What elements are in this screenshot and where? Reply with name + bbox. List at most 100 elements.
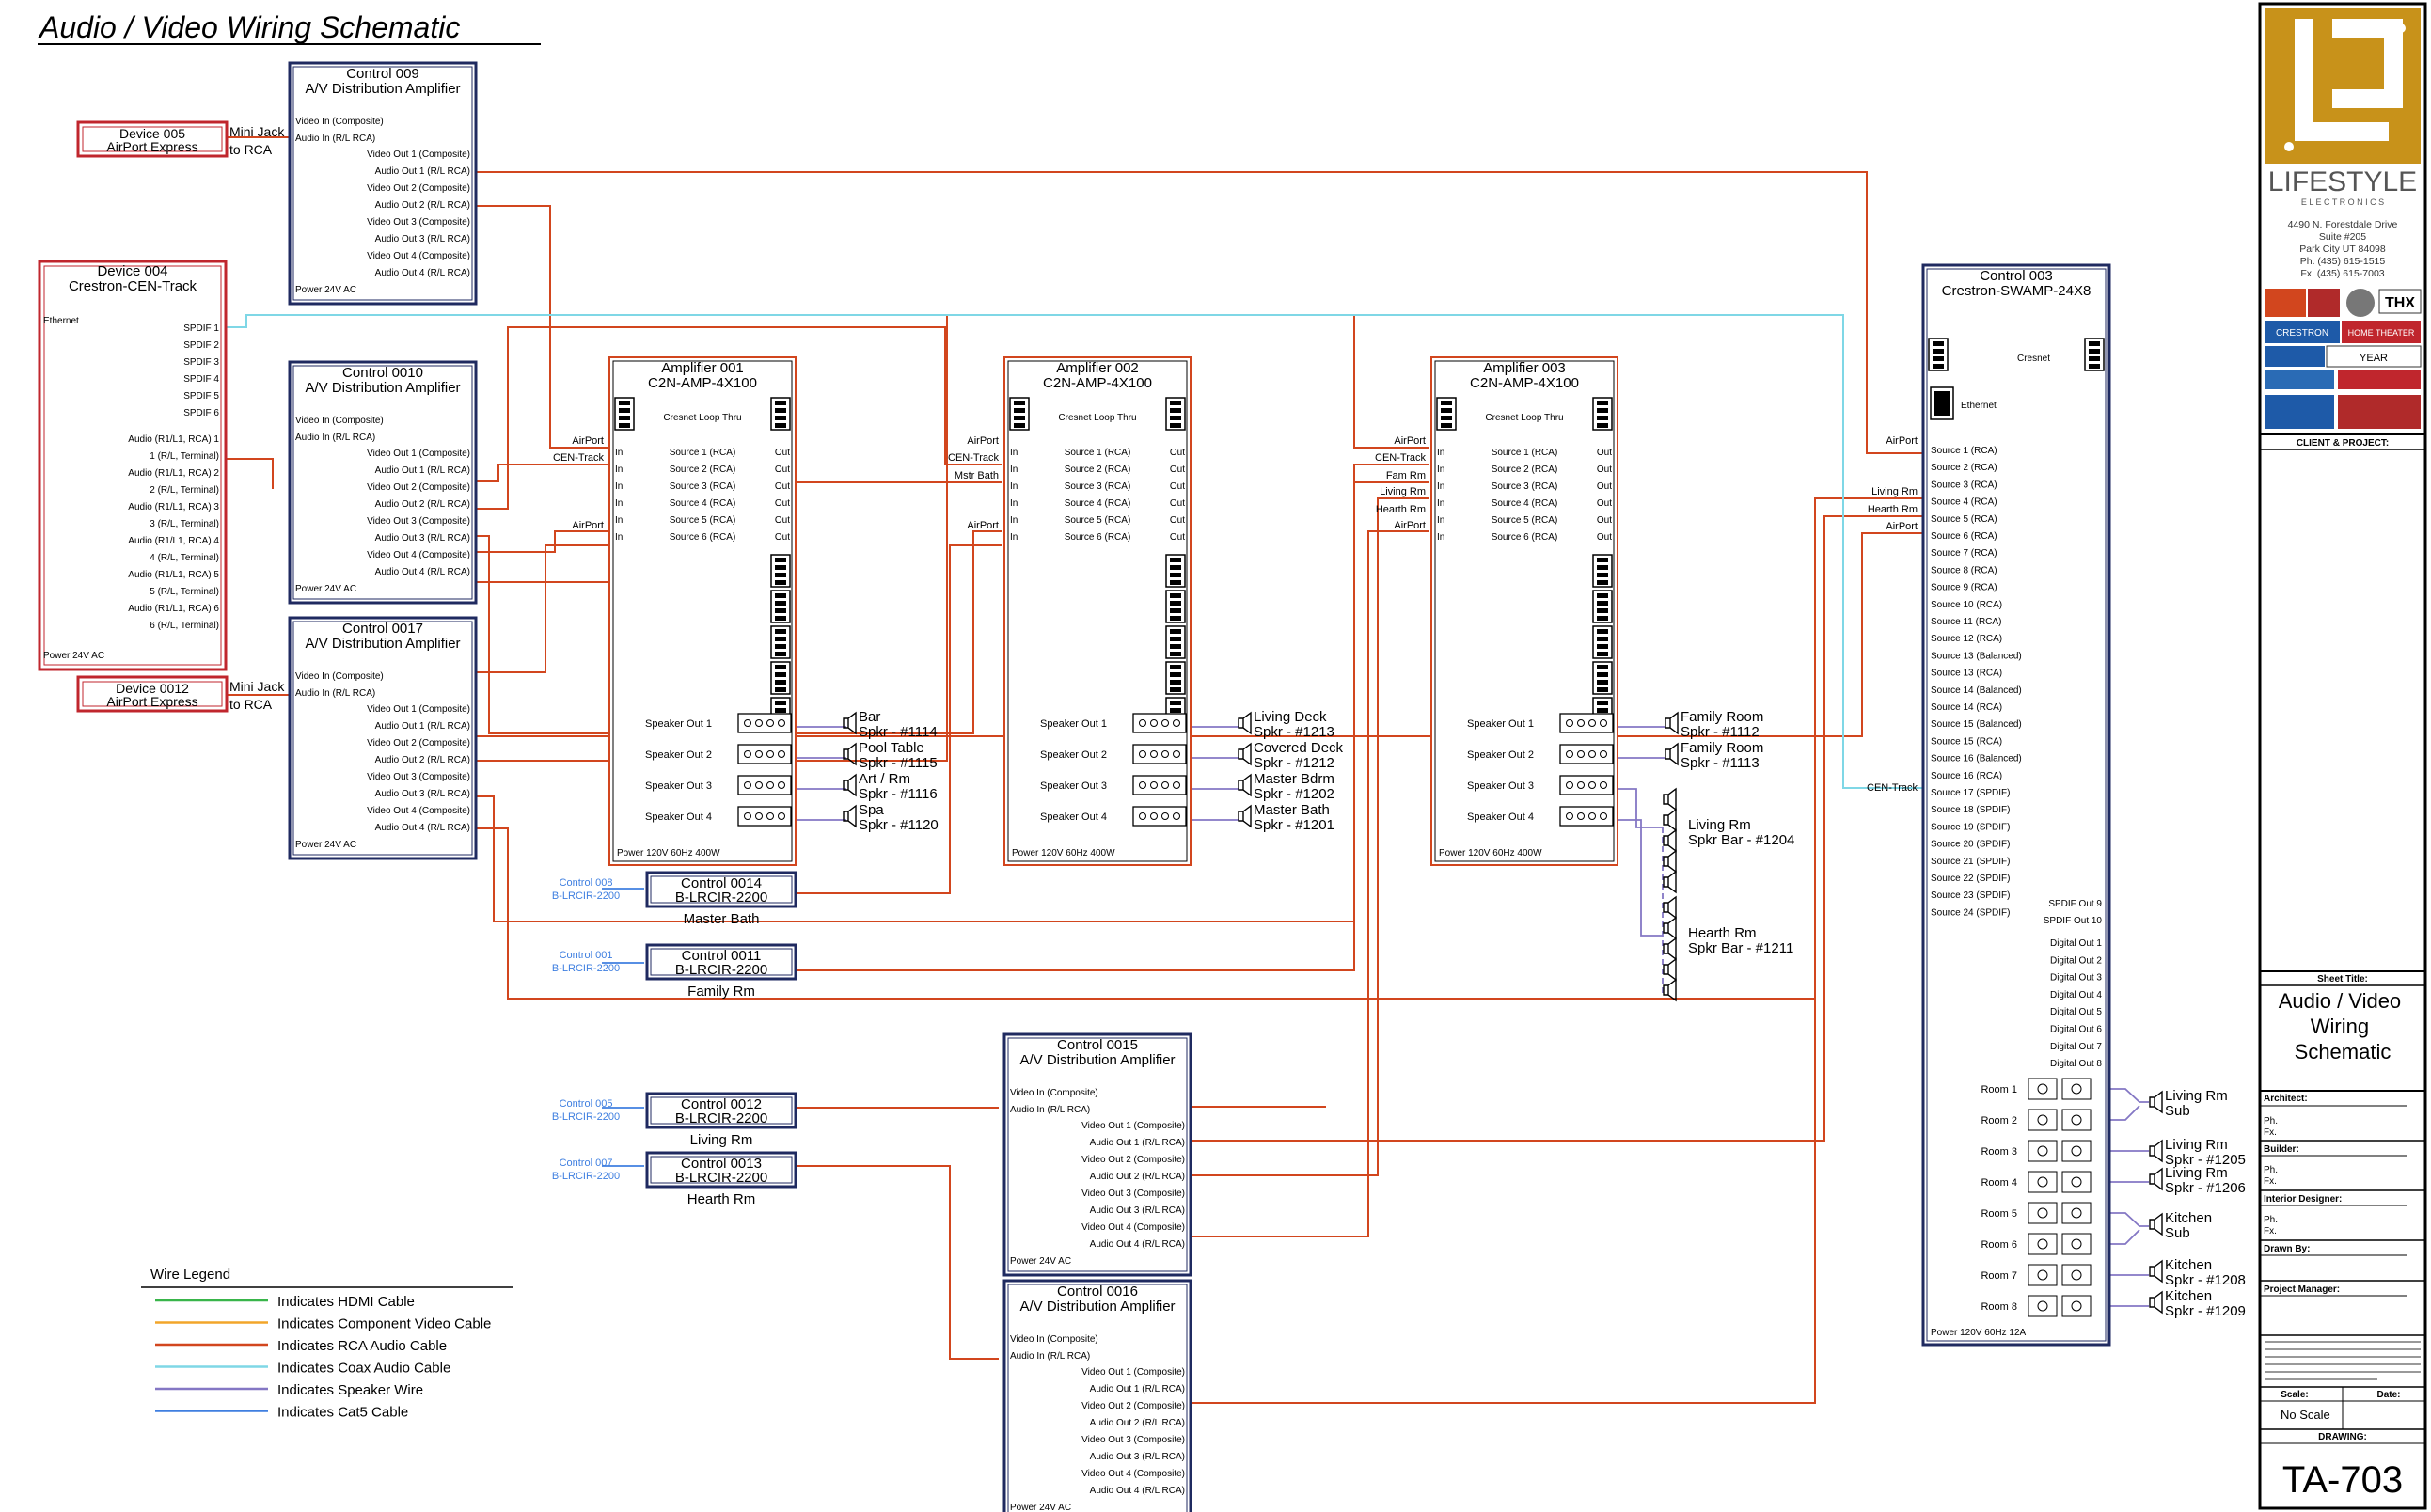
speaker-tag: Spkr - #1116: [859, 786, 938, 802]
av-amp-output: Video Out 3 (Composite): [367, 516, 470, 527]
av-amp-output: Audio Out 4 (R/L RCA): [1090, 1239, 1185, 1250]
keypad-link-model: B-LRCIR-2200: [552, 1171, 620, 1182]
drawing-label: DRAWING:: [2318, 1432, 2367, 1442]
av-amp-title: Control 0010: [342, 365, 423, 381]
keypad-room: Family Rm: [687, 984, 755, 1000]
swamp-digital-out: Digital Out 3: [2050, 973, 2102, 984]
svg-text:Audio (R1/L1, RCA) 6: Audio (R1/L1, RCA) 6: [128, 604, 219, 614]
cresnet-connector-icon: [1592, 554, 1613, 588]
amp-in: In: [1437, 532, 1444, 543]
svg-text:Project Manager:: Project Manager:: [2264, 1284, 2340, 1295]
av-amp-output: Video Out 4 (Composite): [367, 550, 470, 560]
speaker-icon: [1665, 711, 1679, 735]
swamp-source: Source 18 (SPDIF): [1931, 805, 2010, 815]
swamp-digital-out: Digital Out 6: [2050, 1025, 2102, 1035]
cresnet-connector-icon: [770, 625, 791, 659]
company-address: 4490 N. Forestdale Drive Suite #205 Park…: [2288, 219, 2398, 279]
svg-text:Ph.: Ph.: [2264, 1215, 2278, 1225]
speaker-name: Living Rm: [2165, 1137, 2228, 1153]
disclaimer-text: [2265, 1341, 2421, 1380]
minijack-label-1: Mini Jack to RCA: [229, 124, 285, 157]
speaker-icon: [1663, 978, 1677, 1002]
svg-text:HOME THEATER: HOME THEATER: [2348, 328, 2415, 338]
amp-speaker-out: Speaker Out 1: [645, 718, 712, 730]
keypad-room: Hearth Rm: [687, 1191, 756, 1207]
keypad-link-model: B-LRCIR-2200: [552, 1111, 620, 1123]
amp-out: Out: [775, 465, 790, 475]
speaker-terminal-icon: [1132, 775, 1187, 795]
svg-text:SPDIF 3: SPDIF 3: [183, 357, 219, 368]
av-amp-output: Video Out 3 (Composite): [367, 217, 470, 228]
cen-subtitle: Crestron-CEN-Track: [69, 278, 197, 294]
amp-source: Source 3 (RCA): [670, 481, 736, 492]
speaker-bar-icon: [1663, 895, 1677, 1002]
swamp-room: Room 2: [1981, 1115, 2017, 1126]
minijack-label-2: Mini Jack to RCA: [229, 679, 285, 712]
swamp-source: Source 6 (RCA): [1931, 531, 1997, 542]
swamp-source: Source 14 (Balanced): [1931, 685, 2022, 696]
swamp-room: Room 8: [1981, 1301, 2017, 1313]
av-amp-output: Video Out 1 (Composite): [367, 150, 470, 160]
keypad-link-model: B-LRCIR-2200: [552, 890, 620, 902]
svg-text:THX: THX: [2385, 295, 2415, 311]
scale-value: No Scale: [2281, 1408, 2330, 1422]
sheet-title: Audio / Video Wiring Schematic: [2279, 989, 2407, 1063]
av-amp-power: Power 24V AC: [295, 285, 356, 295]
speaker-terminal-icon: [737, 744, 792, 764]
amp-source: Source 1 (RCA): [1065, 448, 1131, 458]
keypad-model: B-LRCIR-2200: [675, 962, 767, 978]
amp-in: In: [1010, 532, 1018, 543]
av-amp-output: Audio Out 4 (R/L RCA): [375, 823, 470, 833]
amp-in: In: [615, 515, 623, 526]
swamp-source: Source 2 (RCA): [1931, 463, 1997, 473]
amp-in: In: [1010, 448, 1018, 458]
cresnet-connector-icon: [614, 397, 635, 431]
cresnet-connector-icon: [1165, 554, 1186, 588]
svg-text:Audio (R1/L1, RCA) 3: Audio (R1/L1, RCA) 3: [128, 502, 219, 512]
amp-out: Out: [775, 448, 790, 458]
av-amp-title: Control 0017: [342, 621, 423, 637]
av-amp-input: Audio In (R/L RCA): [295, 688, 375, 699]
av-amp-output: Audio Out 4 (R/L RCA): [1090, 1486, 1185, 1496]
swamp-spdif-out: SPDIF Out 10: [2044, 916, 2103, 926]
av-amp-output: Video Out 2 (Composite): [1081, 1155, 1185, 1165]
legend-label: Indicates Component Video Cable: [277, 1316, 491, 1332]
amp-out: Out: [775, 481, 790, 492]
device-title: Device 005: [119, 126, 185, 141]
speaker-tag: Sub: [2165, 1225, 2190, 1241]
speaker-tag: Spkr - #1114: [859, 724, 938, 740]
cen-title: Device 004: [97, 263, 167, 279]
swamp-input-label: AirPort: [1886, 521, 1918, 532]
speaker-tag: Spkr - #1113: [1681, 755, 1760, 771]
swamp-source: Source 5 (RCA): [1931, 514, 1997, 525]
av-amp-title: Control 0016: [1057, 1284, 1138, 1299]
svg-text:Mini Jack: Mini Jack: [229, 679, 285, 694]
speaker-tag: Spkr - #1206: [2165, 1180, 2246, 1196]
swamp-spdif-out: SPDIF Out 9: [2048, 899, 2102, 909]
svg-text:Audio (R1/L1, RCA) 5: Audio (R1/L1, RCA) 5: [128, 570, 219, 580]
keypad-link: Control 005: [560, 1098, 613, 1110]
keypad-title: Control 0013: [681, 1156, 762, 1172]
keypad-model: B-LRCIR-2200: [675, 1170, 767, 1186]
swamp-room: Room 3: [1981, 1146, 2017, 1158]
amp-source: Source 4 (RCA): [1065, 498, 1131, 509]
speaker-name: Art / Rm: [859, 771, 910, 787]
speaker-terminal-icon: [1559, 713, 1614, 733]
svg-text:3 (R/L, Terminal): 3 (R/L, Terminal): [150, 519, 219, 529]
av-amp-power: Power 24V AC: [1010, 1503, 1071, 1512]
svg-text:Audio (R1/L1, RCA) 4: Audio (R1/L1, RCA) 4: [128, 536, 219, 546]
av-amp-output: Audio Out 2 (R/L RCA): [375, 200, 470, 211]
amp-out: Out: [1170, 481, 1185, 492]
svg-text:Fx.: Fx.: [2264, 1176, 2277, 1187]
svg-text:6 (R/L, Terminal): 6 (R/L, Terminal): [150, 621, 219, 631]
swamp-digital-out: Digital Out 8: [2050, 1059, 2102, 1069]
cresnet-connector-icon: [1592, 590, 1613, 623]
speaker-tag: Spkr - #1208: [2165, 1272, 2246, 1288]
legend-label: Indicates Coax Audio Cable: [277, 1361, 450, 1377]
av-amp-output: Video Out 1 (Composite): [1081, 1367, 1185, 1378]
av-amp-output: Video Out 3 (Composite): [1081, 1189, 1185, 1199]
speaker-tag: Spkr - #1115: [859, 755, 938, 771]
